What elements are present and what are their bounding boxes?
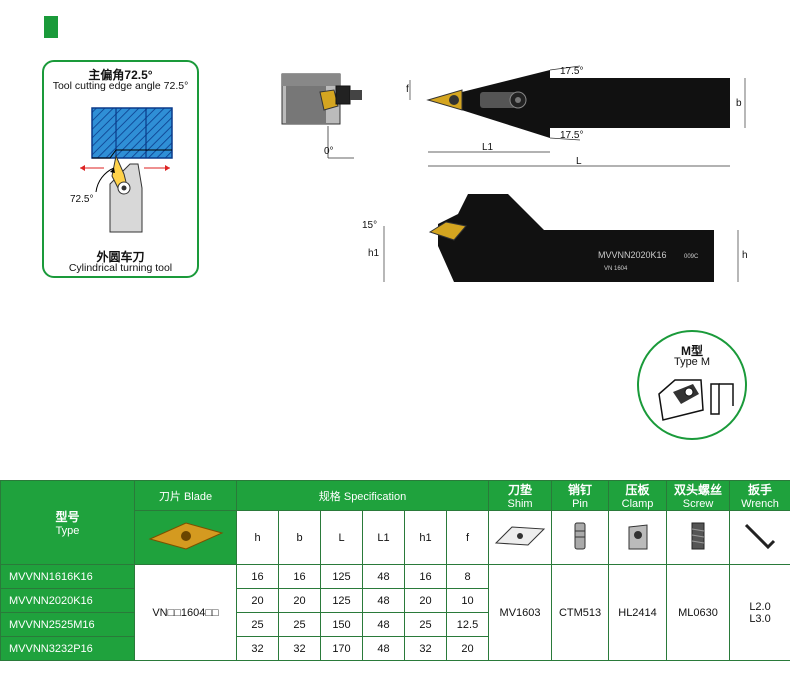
row-b: 20	[278, 588, 321, 613]
row-h1: 32	[404, 636, 447, 661]
front-view-diagram: 0°	[281, 73, 362, 159]
row-b: 25	[278, 612, 321, 637]
row-h: 32	[236, 636, 279, 661]
screw-image-cell	[666, 510, 731, 565]
row-L1: 48	[362, 564, 405, 589]
angle-bottom-label: 17.5°	[560, 130, 583, 141]
row-L: 150	[320, 612, 363, 637]
spec-header: 规格 Specification	[235, 480, 490, 511]
blade-image-cell	[134, 510, 237, 565]
dim-L1-label: L1	[482, 142, 494, 153]
card-title-en: Tool cutting edge angle 72.5°	[52, 80, 189, 92]
wrench-image-cell	[729, 510, 790, 565]
dim-L-label: L	[576, 156, 582, 167]
section-marker	[44, 16, 58, 38]
clamp-image-cell	[608, 510, 668, 565]
type-m-badge: M型 Type M	[637, 330, 747, 440]
col-b: b	[278, 510, 321, 565]
card-title-cn: 主偏角72.5°	[88, 68, 153, 82]
cutting-angle-card: 主偏角72.5° Tool cutting edge angle 72.5° 7…	[42, 60, 199, 278]
type-m-diagram	[658, 379, 734, 421]
row-type: MVVNN1616K16	[0, 564, 135, 589]
row-f: 12.5	[445, 612, 490, 637]
card-angle-label: 72.5°	[70, 194, 93, 205]
angle-15-label: 15°	[362, 220, 377, 231]
dim-f-label: f	[406, 84, 409, 95]
wrench-icon	[744, 523, 776, 550]
row-f: 10	[445, 588, 490, 613]
row-h1: 25	[404, 612, 447, 637]
row-f: 8	[445, 564, 490, 589]
top-view-diagram: f b L1 L 17.5° 17.5°	[406, 65, 746, 167]
row-f: 20	[445, 636, 490, 661]
dim-h1-label: h1	[368, 248, 380, 259]
row-L1: 48	[362, 636, 405, 661]
angle-top-label: 17.5°	[560, 66, 583, 77]
row-h: 20	[236, 588, 279, 613]
col-f: f	[445, 510, 490, 565]
pin-value: CTM513	[551, 564, 610, 661]
type-m-cn: M型	[681, 344, 703, 358]
side-view-diagram: MVVNN2020K16 VN 1604 009C h1 h 15°	[362, 194, 748, 282]
blade-insert-icon	[148, 522, 223, 550]
pin-icon	[574, 522, 586, 550]
row-L: 125	[320, 588, 363, 613]
body-mark-3: 009C	[684, 254, 699, 260]
body-mark-2: VN 1604	[604, 266, 628, 272]
row-type: MVVNN3232P16	[0, 636, 135, 661]
body-mark: MVVNN2020K16	[598, 250, 667, 260]
screw-value: ML0630	[666, 564, 731, 661]
dim-b-label: b	[736, 98, 742, 109]
row-L1: 48	[362, 588, 405, 613]
shim-image-cell	[488, 510, 553, 565]
row-type: MVVNN2525M16	[0, 612, 135, 637]
dim-h-label: h	[742, 250, 748, 261]
card-bottom-en: Cylindrical turning tool	[68, 262, 173, 274]
screw-icon	[691, 522, 705, 550]
blade-value: VN□□1604□□	[134, 564, 237, 661]
card-bottom-cn: 外圆车刀	[96, 250, 145, 264]
col-L: L	[320, 510, 363, 565]
shim-value: MV1603	[488, 564, 553, 661]
row-h1: 20	[404, 588, 447, 613]
col-h: h	[236, 510, 279, 565]
pin-image-cell	[551, 510, 610, 565]
blade-header: 刀片 Blade	[134, 480, 237, 511]
row-b: 16	[278, 564, 321, 589]
row-L: 170	[320, 636, 363, 661]
shim-icon	[494, 526, 546, 546]
row-L1: 48	[362, 612, 405, 637]
row-h1: 16	[404, 564, 447, 589]
col-h1: h1	[404, 510, 447, 565]
type-m-en: Type M	[673, 356, 711, 368]
row-h: 16	[236, 564, 279, 589]
cutting-diagram: 72.5°	[70, 107, 173, 233]
clamp-icon	[628, 524, 648, 550]
clamp-value: HL2414	[608, 564, 668, 661]
row-type: MVVNN2020K16	[0, 588, 135, 613]
col-L1: L1	[362, 510, 405, 565]
angle-zero-label: 0°	[324, 146, 334, 157]
row-h: 25	[236, 612, 279, 637]
type-header: 型号 Type	[0, 480, 135, 565]
row-b: 32	[278, 636, 321, 661]
row-L: 125	[320, 564, 363, 589]
